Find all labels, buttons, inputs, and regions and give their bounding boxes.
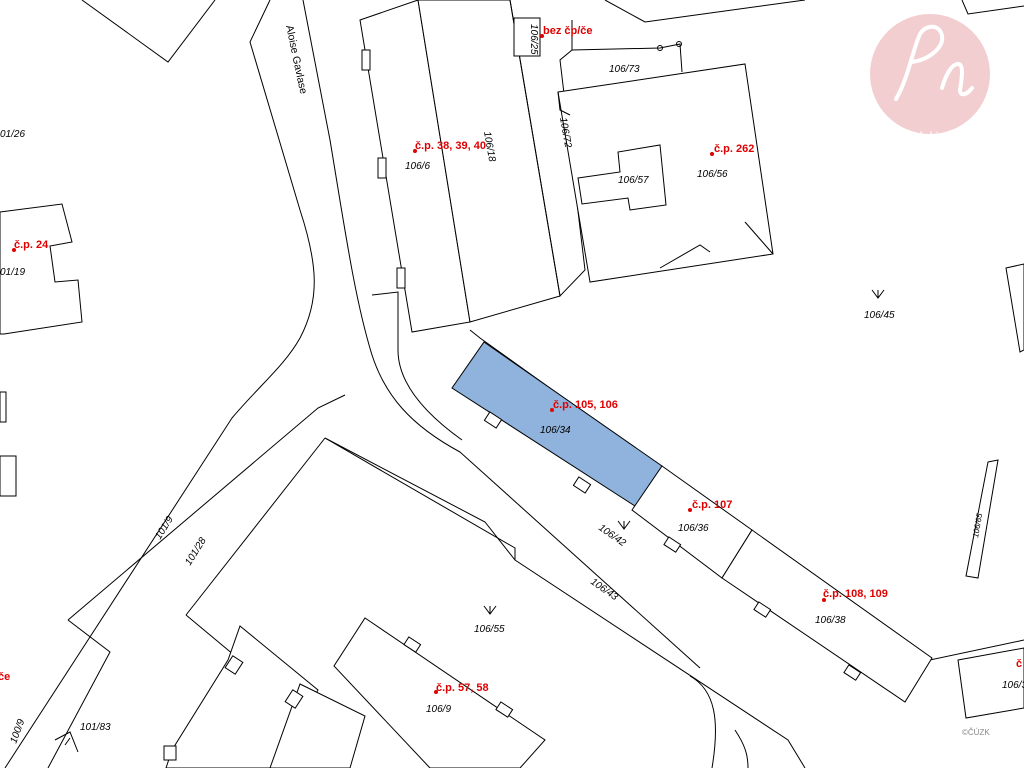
building-east-tall[interactable] xyxy=(1005,263,1024,353)
parcel-106-65: 106/65 xyxy=(971,512,984,538)
inner-curve xyxy=(371,291,463,441)
parcel-106-42: 106/42 xyxy=(596,522,628,549)
se-road-north-edge xyxy=(469,329,1024,661)
building-106-25[interactable] xyxy=(513,17,541,57)
label-partial-right: č xyxy=(1016,658,1022,670)
se-road-curve xyxy=(689,675,717,768)
building-east-edge[interactable] xyxy=(957,647,1024,719)
parcel-106-25: 106/25 xyxy=(528,24,539,55)
building-108-109[interactable] xyxy=(721,529,933,703)
parcel-106-43: 106/43 xyxy=(588,576,620,603)
hl-bump-b xyxy=(572,476,592,494)
parcel-101-28: 101/28 xyxy=(183,535,209,567)
west-blocks xyxy=(0,203,83,497)
s-bump-b xyxy=(495,701,514,718)
copyright-note: ©ČÚZK xyxy=(962,728,990,737)
bump-b xyxy=(377,157,387,179)
label-partial-left: če xyxy=(0,671,10,683)
bump-a xyxy=(361,49,371,71)
parcel-106-34: 106/34 xyxy=(540,425,571,436)
parcel-106-57: 106/57 xyxy=(618,175,649,186)
se-bump-a xyxy=(663,536,682,553)
pn-holding-logo: holding xyxy=(870,14,990,143)
street-edge-east xyxy=(302,0,701,669)
logo-script-mark xyxy=(894,24,974,101)
street-edge-west xyxy=(4,0,315,768)
logo-circle xyxy=(870,14,990,134)
lot-101-83 xyxy=(47,619,111,768)
street-name-aloise-gavlase: Aloise Gavlase xyxy=(283,24,309,95)
branch-street-south-edge xyxy=(185,437,326,616)
ne-lot-line-2 xyxy=(961,0,1024,15)
symbol-b xyxy=(617,520,631,530)
north-blocks xyxy=(81,0,1024,333)
se-bump-b xyxy=(753,601,772,618)
parcel-labels: 106/25 106/73 106/72 106/18 106/6 106/57… xyxy=(0,24,1024,745)
label-cp-57-58: č.p. 57, 58 xyxy=(436,682,489,694)
nw-lot xyxy=(81,0,216,63)
label-cp-24: č.p. 24 xyxy=(14,239,49,251)
parcel-106-18: 106/18 xyxy=(481,131,497,163)
building-57-58[interactable] xyxy=(333,617,546,768)
se-road-curve-2 xyxy=(734,729,749,768)
se-bump-c xyxy=(843,664,862,681)
parcel-101-83: 101/83 xyxy=(80,722,111,733)
building-number-labels: bez čp/če č.p. 38, 39, 40 č.p. 262 č.p. … xyxy=(0,25,1022,694)
hl-bump-a xyxy=(483,411,503,429)
building-262[interactable] xyxy=(557,63,774,283)
branch-street-north-edge xyxy=(67,394,346,621)
symbol-a xyxy=(871,289,885,299)
parcel-106-73: 106/73 xyxy=(609,64,640,75)
ground-symbols xyxy=(483,289,885,615)
parcel-106-6: 106/6 xyxy=(405,161,430,172)
parcel-106-72: 106/72 xyxy=(557,117,573,149)
parcel-106-73 xyxy=(571,43,683,73)
sw-bump-c xyxy=(163,745,177,761)
southeast-row xyxy=(631,263,1024,719)
label-bez-cp-ce: bez čp/če xyxy=(543,25,593,37)
label-cp-262: č.p. 262 xyxy=(714,143,754,155)
ne-lot-line xyxy=(604,0,806,23)
west-sliver-a xyxy=(0,391,7,423)
parcel-106-38: 106/38 xyxy=(815,615,846,626)
label-cp-108-109: č.p. 108, 109 xyxy=(823,588,888,600)
building-106-57[interactable] xyxy=(577,144,667,211)
sw-bump-a xyxy=(224,655,244,675)
sw-bump-b xyxy=(284,689,304,709)
south-blocks xyxy=(47,437,546,768)
logo-caption: holding xyxy=(900,128,961,143)
parcel-101-9: 101/9 xyxy=(153,514,176,541)
parcel-106-56: 106/56 xyxy=(697,169,728,180)
building-sw-1[interactable] xyxy=(165,625,319,768)
parcel-101-19: 01/19 xyxy=(0,267,25,278)
parcel-101-26: 01/26 xyxy=(0,129,25,140)
parcel-106-45: 106/45 xyxy=(864,310,895,321)
label-cp-38-39-40: č.p. 38, 39, 40 xyxy=(415,140,486,152)
label-cp-105-106: č.p. 105, 106 xyxy=(553,399,618,411)
label-cp-107: č.p. 107 xyxy=(692,499,732,511)
s-bump-a xyxy=(403,636,422,653)
west-sliver-b xyxy=(0,455,17,497)
building-24[interactable] xyxy=(0,203,83,335)
parcel-100-9: 100/9 xyxy=(8,717,27,745)
parcel-106-9: 106/9 xyxy=(426,704,451,715)
bump-c xyxy=(396,267,406,289)
parcel-106-36: 106/36 xyxy=(678,523,709,534)
strip-106-65[interactable] xyxy=(965,459,999,579)
parcel-106-3x: 106/3 xyxy=(1002,680,1024,691)
block-106-55 xyxy=(324,437,516,561)
parcel-106-55: 106/55 xyxy=(474,624,505,635)
symbol-c xyxy=(483,605,497,615)
